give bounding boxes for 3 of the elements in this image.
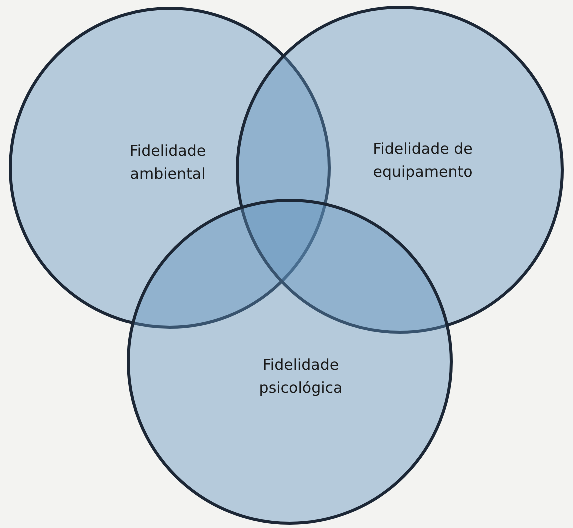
circle-label: Fidelidade de equipamento [372, 138, 474, 183]
circle-label: Fidelidade ambiental [128, 140, 208, 185]
circle-label: Fidelidade psicológica [258, 354, 344, 399]
